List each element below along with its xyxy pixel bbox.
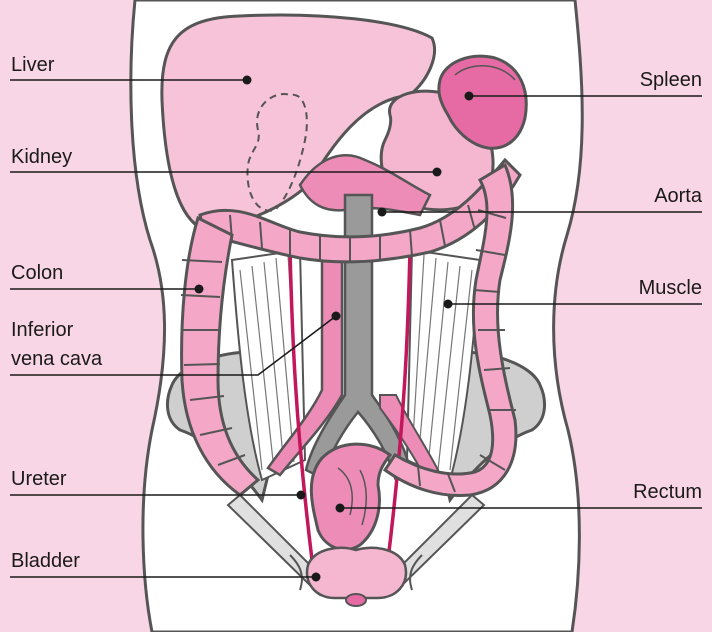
label-spleen: Spleen [640, 69, 702, 91]
bladder [307, 548, 406, 598]
label-colon: Colon [11, 262, 63, 284]
label-kidney: Kidney [11, 146, 72, 168]
label-vena-cava: vena cava [11, 348, 102, 370]
label-liver: Liver [11, 54, 54, 76]
label-aorta: Aorta [654, 185, 702, 207]
label-bladder: Bladder [11, 550, 80, 572]
label-muscle: Muscle [639, 277, 702, 299]
label-ureter: Ureter [11, 468, 67, 490]
label-inferior: Inferior [11, 319, 73, 341]
label-rectum: Rectum [633, 481, 702, 503]
